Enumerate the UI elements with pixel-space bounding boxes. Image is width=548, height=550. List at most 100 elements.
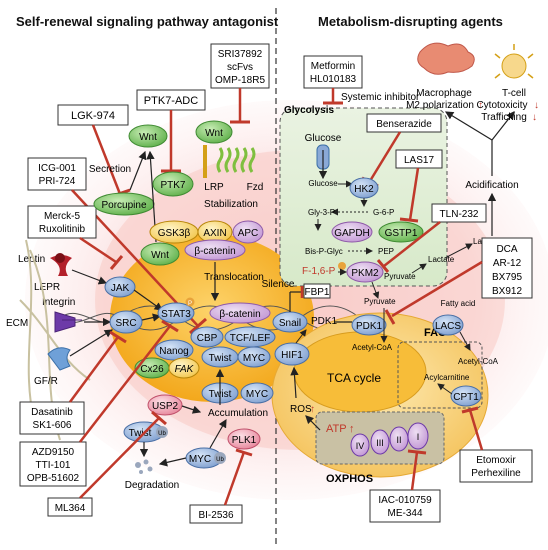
node-hif1-label: HIF1 <box>281 350 303 361</box>
label-acetylcoa2: Acetyl-CoA <box>458 357 499 366</box>
phospho-badge <box>185 297 195 307</box>
label-oxphos: OXPHOS <box>326 473 373 485</box>
label-leptin: Leptin <box>18 254 45 265</box>
ubiquitin-badge <box>156 426 168 438</box>
macrophage-icon <box>417 42 475 75</box>
node-bcatenin-top <box>184 239 246 261</box>
node-pkm2-label: PKM2 <box>351 268 379 279</box>
arrow-oxphos-ros <box>305 415 321 431</box>
node-cbp <box>190 326 224 348</box>
arrow-acid-mac <box>444 111 493 141</box>
label-tcell: T-cell <box>502 88 526 99</box>
ubiquitin-label: Ub <box>216 457 224 463</box>
drug-merck-0: Merck-5 <box>44 211 81 222</box>
node-wnt-top-label: Wnt <box>139 132 157 143</box>
node-src <box>109 310 143 334</box>
label-degradation: Degradation <box>125 480 179 491</box>
label-glycolysis: Glycolysis <box>284 105 334 116</box>
node-cbp-label: CBP <box>197 333 218 344</box>
node-wnt-top <box>128 124 168 148</box>
inhibit-azd <box>79 325 171 443</box>
inhibit-dasatinib <box>68 336 120 403</box>
drug-merck-1: Ruxolitinib <box>39 224 86 235</box>
node-pdk1-label: PDK1 <box>356 321 383 332</box>
drug-box-tln232 <box>431 203 487 223</box>
node-ptk7 <box>152 171 194 197</box>
drug-dasatinib-1: SK1-606 <box>33 420 72 431</box>
label-gfr: GF/R <box>34 376 58 387</box>
node-twist-ub-label: Twist <box>129 428 152 439</box>
arrow-src-stat3 <box>141 313 162 322</box>
arrow-hif1-pdk1 <box>295 329 307 344</box>
inhibit-bar <box>384 309 396 325</box>
degradation-fragments-icon <box>135 459 153 474</box>
arrow-gfr-src <box>69 329 114 357</box>
label-tca: TCA cycle <box>327 371 381 385</box>
inhibit-bar <box>399 217 419 223</box>
label-integrin: Integrin <box>42 297 75 308</box>
node-gstp1 <box>378 221 424 243</box>
arrow-myc-acc <box>209 418 227 449</box>
drug-sri-2: OMP-18R5 <box>215 75 265 86</box>
fao-box <box>397 341 483 409</box>
node-tcflef-label: TCF/LEF <box>230 333 271 344</box>
label-secretion: Secretion <box>89 164 131 175</box>
node-myc-nuc <box>237 346 271 368</box>
atp-up-arrow-icon: ↑ <box>349 423 355 435</box>
label-pep: PEP <box>378 247 394 256</box>
inhibit-bar <box>461 406 479 414</box>
inhibit-bar <box>189 317 207 335</box>
drug-ptk7adc: PTK7-ADC <box>144 95 198 107</box>
m2-up-arrow-icon: ↑ <box>478 100 483 111</box>
label-acidification: Acidification <box>465 180 518 191</box>
ros-up-arrow-icon: ↑ <box>310 404 315 415</box>
inhibit-merck <box>79 236 117 264</box>
node-bcatenin-nuc-label: β-catenin <box>219 309 260 320</box>
label-atp: ATP <box>326 423 347 435</box>
node-pkm2 <box>346 261 384 283</box>
ubiquitin-badge <box>214 452 226 464</box>
drug-box-ml364 <box>47 497 93 517</box>
node-apc-label: APC <box>238 228 259 239</box>
node-myc-ub-label: MYC <box>189 454 211 465</box>
label-accumulation: Accumulation <box>208 408 268 419</box>
drug-box-sri <box>210 43 270 89</box>
left-heading: Self-renewal signaling pathway antagonis… <box>16 14 279 29</box>
arrow-secretion <box>129 150 147 191</box>
node-axin-label: AXIN <box>203 228 226 239</box>
drug-box-las17 <box>395 149 443 169</box>
label-fattyacid: Fatty acid <box>441 299 476 308</box>
node-src-label: SRC <box>115 318 136 329</box>
node-twist-nuc-label: Twist <box>209 353 232 364</box>
arrow-cpt1-acyl <box>437 383 453 395</box>
label-macrophage: Macrophage <box>416 88 472 99</box>
node-porcupine-label: Porcupine <box>101 200 146 211</box>
label-stabilization: Stabilization <box>204 199 258 210</box>
right-heading: Metabolism-disrupting agents <box>318 14 503 29</box>
arrow-jak-stat3 <box>133 289 163 311</box>
label-g6p: G-6-P <box>373 208 394 217</box>
inhibit-bar <box>376 259 390 273</box>
node-fak <box>168 357 200 379</box>
label-m2: M2 polarization <box>406 100 474 111</box>
node-snail-label: Snail <box>279 318 301 329</box>
node-gapdh-label: GAPDH <box>334 228 370 239</box>
drug-box-dca <box>481 237 533 299</box>
node-ptk7-label: PTK7 <box>160 180 185 191</box>
oxphos-complexes: IV III II I <box>350 422 429 457</box>
drug-metformin-0: Metformin <box>311 61 355 72</box>
label-cytotox: Cytotoxicity <box>476 100 527 111</box>
drug-etomoxir-0: Etomoxir <box>476 455 516 466</box>
integrin-receptor <box>54 311 82 333</box>
drug-iac-1: ME-344 <box>387 508 422 519</box>
label-acetylcoa1: Acetyl-CoA <box>352 343 393 352</box>
label-glucose: Glucose <box>308 179 338 188</box>
node-apc <box>232 220 264 244</box>
arrow-pyr-in <box>371 281 380 299</box>
node-cx26-label: Cx26 <box>140 364 164 375</box>
lepr-receptor <box>50 255 72 276</box>
node-wnt-receptor <box>195 120 233 144</box>
label-ros: ROS <box>290 404 312 415</box>
inhibit-benserazide <box>368 131 402 182</box>
